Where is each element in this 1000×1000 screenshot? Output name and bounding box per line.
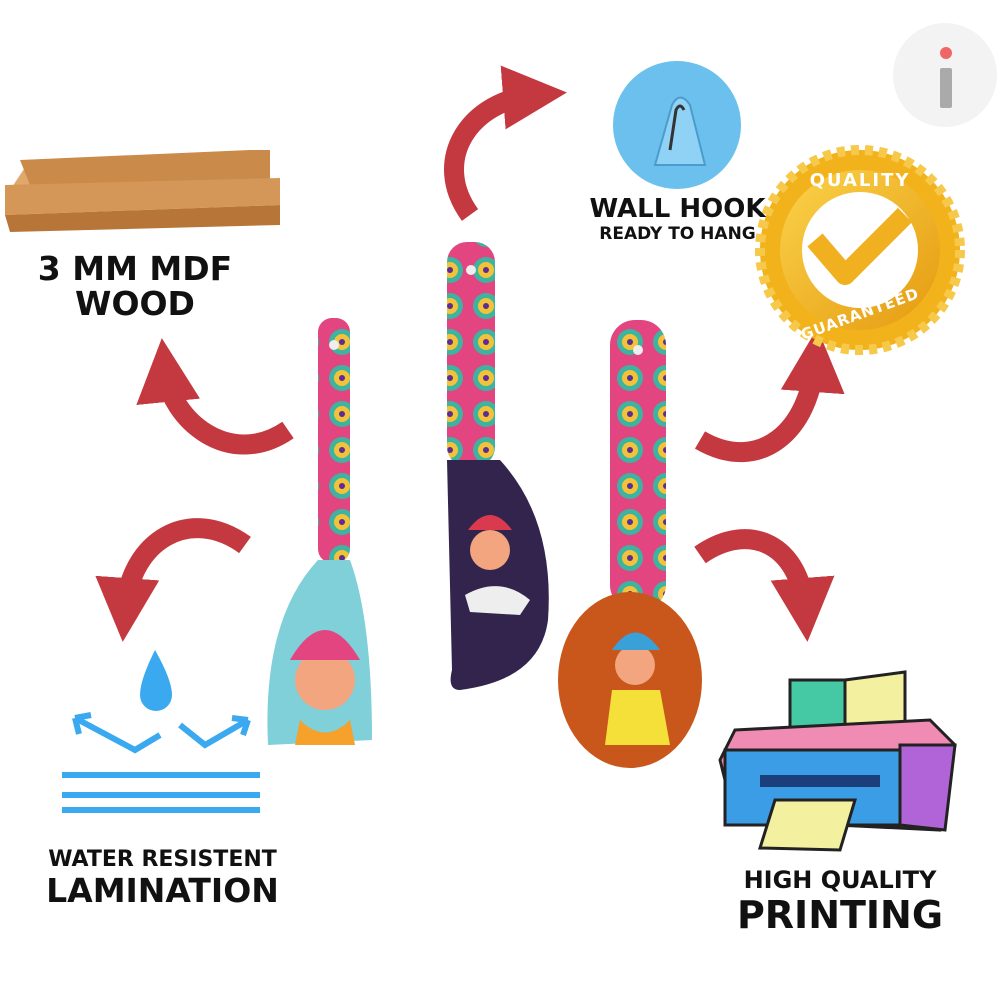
- print-label-line1: HIGH QUALITY: [743, 866, 937, 894]
- arrow-to-mdf-wood: [136, 338, 294, 455]
- spatula-product: [267, 318, 372, 745]
- butter-knife-product: [447, 242, 549, 690]
- brand-logo: [893, 23, 997, 127]
- arrow-to-water-resistent: [95, 518, 251, 642]
- printer-icon: [718, 670, 957, 852]
- print-label-line2: PRINTING: [736, 893, 944, 938]
- hook-label-line2: READY TO HANG: [599, 224, 756, 245]
- wood-planks-icon: [5, 150, 280, 232]
- quality-guaranteed-badge: [755, 145, 965, 355]
- mdf-label-line1: 3 MM MDF: [37, 249, 233, 288]
- badge-top-text: QUALITY: [809, 170, 911, 191]
- wall-hook-icon: [613, 61, 741, 189]
- water-label-line1: WATER RESISTENT: [48, 847, 277, 872]
- spoon-product: [558, 320, 702, 768]
- arrow-to-wall-hook: [444, 65, 567, 221]
- water-drop-icon: [62, 650, 260, 813]
- water-label-line2: LAMINATION: [46, 871, 279, 911]
- hook-label-line1: WALL HOOK: [589, 194, 766, 224]
- mdf-label-line2: WOOD: [75, 283, 195, 323]
- arrow-to-printing: [694, 529, 835, 642]
- arrow-to-quality-badge: [694, 328, 845, 462]
